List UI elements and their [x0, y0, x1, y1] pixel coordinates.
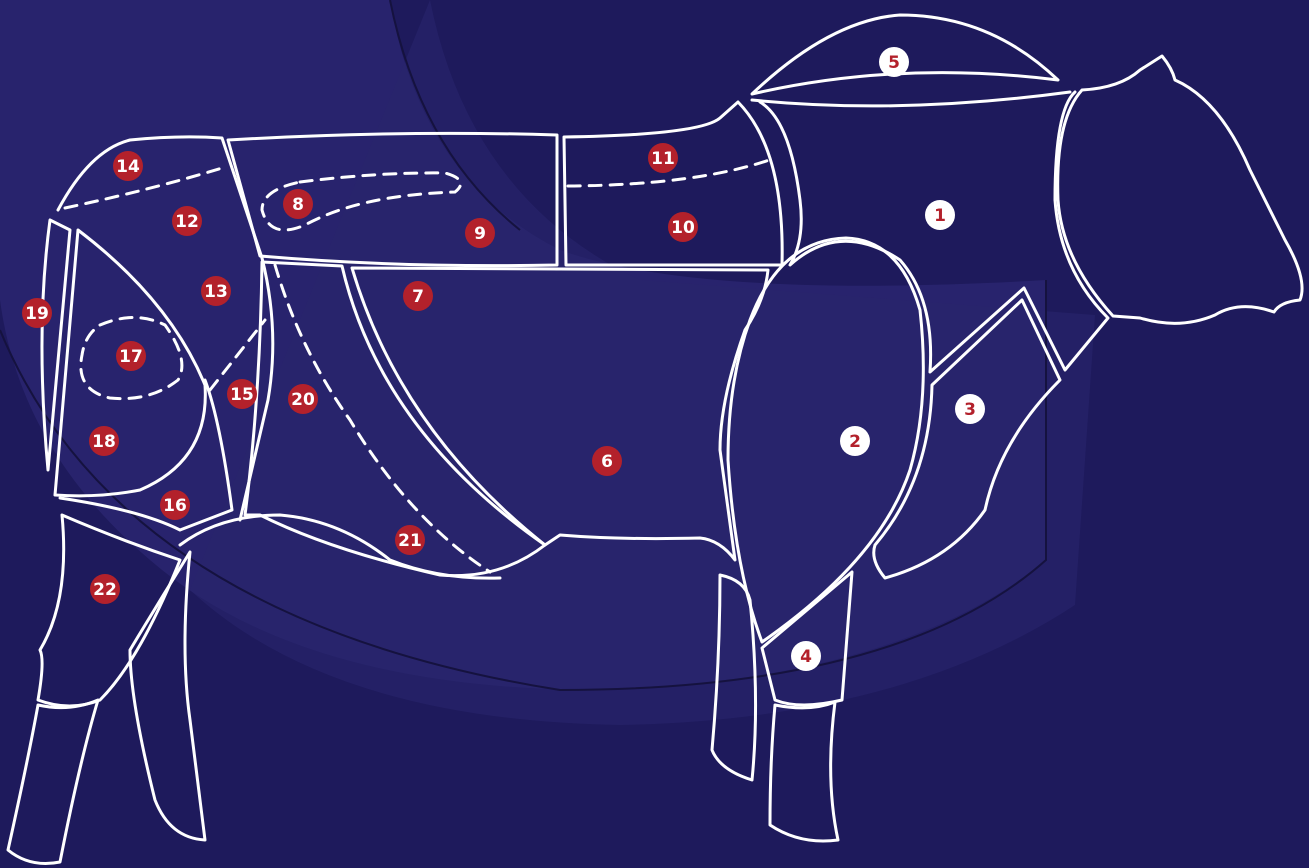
cut-2-badge[interactable]: 2 — [840, 426, 870, 456]
cut-13-badge-label: 13 — [204, 282, 228, 302]
cut-16-badge-label: 16 — [163, 496, 187, 516]
cut-1-badge-label: 1 — [934, 206, 946, 226]
cut-21-badge[interactable]: 21 — [395, 525, 425, 555]
cut-15-badge[interactable]: 15 — [227, 379, 257, 409]
cut-4-badge[interactable]: 4 — [791, 641, 821, 671]
cut-10-badge-label: 10 — [671, 218, 695, 238]
cut-1-badge[interactable]: 1 — [925, 200, 955, 230]
cut-11-badge[interactable]: 11 — [648, 143, 678, 173]
cut-12-badge[interactable]: 12 — [172, 206, 202, 236]
cut-10-11-outline — [564, 102, 782, 265]
cut-21-badge-label: 21 — [398, 531, 422, 551]
cut-10-badge[interactable]: 10 — [668, 212, 698, 242]
cut-11-badge-label: 11 — [651, 149, 675, 169]
cut-12-badge-label: 12 — [175, 212, 199, 232]
cut-20-badge[interactable]: 20 — [288, 384, 318, 414]
cut-8-badge-label: 8 — [292, 195, 304, 215]
cut-5-badge[interactable]: 5 — [879, 47, 909, 77]
cut-4-badge-label: 4 — [800, 647, 812, 667]
cut-19-badge-label: 19 — [25, 304, 49, 324]
cut-19-badge[interactable]: 19 — [22, 298, 52, 328]
cut-5-badge-label: 5 — [888, 53, 900, 73]
cut-2-badge-label: 2 — [849, 432, 861, 452]
cut-18-badge-label: 18 — [92, 432, 116, 452]
cut-7-badge-label: 7 — [412, 287, 424, 307]
cut-6-badge-label: 6 — [601, 452, 613, 472]
cut-14-badge[interactable]: 14 — [113, 151, 143, 181]
cut-3-badge-label: 3 — [964, 400, 976, 420]
cut-15-badge-label: 15 — [230, 385, 254, 405]
cut-17-badge[interactable]: 17 — [116, 341, 146, 371]
cut-22-badge[interactable]: 22 — [90, 574, 120, 604]
cut-7-badge[interactable]: 7 — [403, 281, 433, 311]
cut-22-badge-label: 22 — [93, 580, 117, 600]
cut-17-badge-label: 17 — [119, 347, 143, 367]
cut-20-badge-label: 20 — [291, 390, 315, 410]
cut-6-badge[interactable]: 6 — [592, 446, 622, 476]
cut-9-badge-label: 9 — [474, 224, 486, 244]
cut-14-badge-label: 14 — [116, 157, 140, 177]
cut-18-badge[interactable]: 18 — [89, 426, 119, 456]
cut-8-badge[interactable]: 8 — [283, 189, 313, 219]
cut-16-badge[interactable]: 16 — [160, 490, 190, 520]
head-outline — [1058, 56, 1302, 323]
cut-3-badge[interactable]: 3 — [955, 394, 985, 424]
cut-9-badge[interactable]: 9 — [465, 218, 495, 248]
cut-13-badge[interactable]: 13 — [201, 276, 231, 306]
